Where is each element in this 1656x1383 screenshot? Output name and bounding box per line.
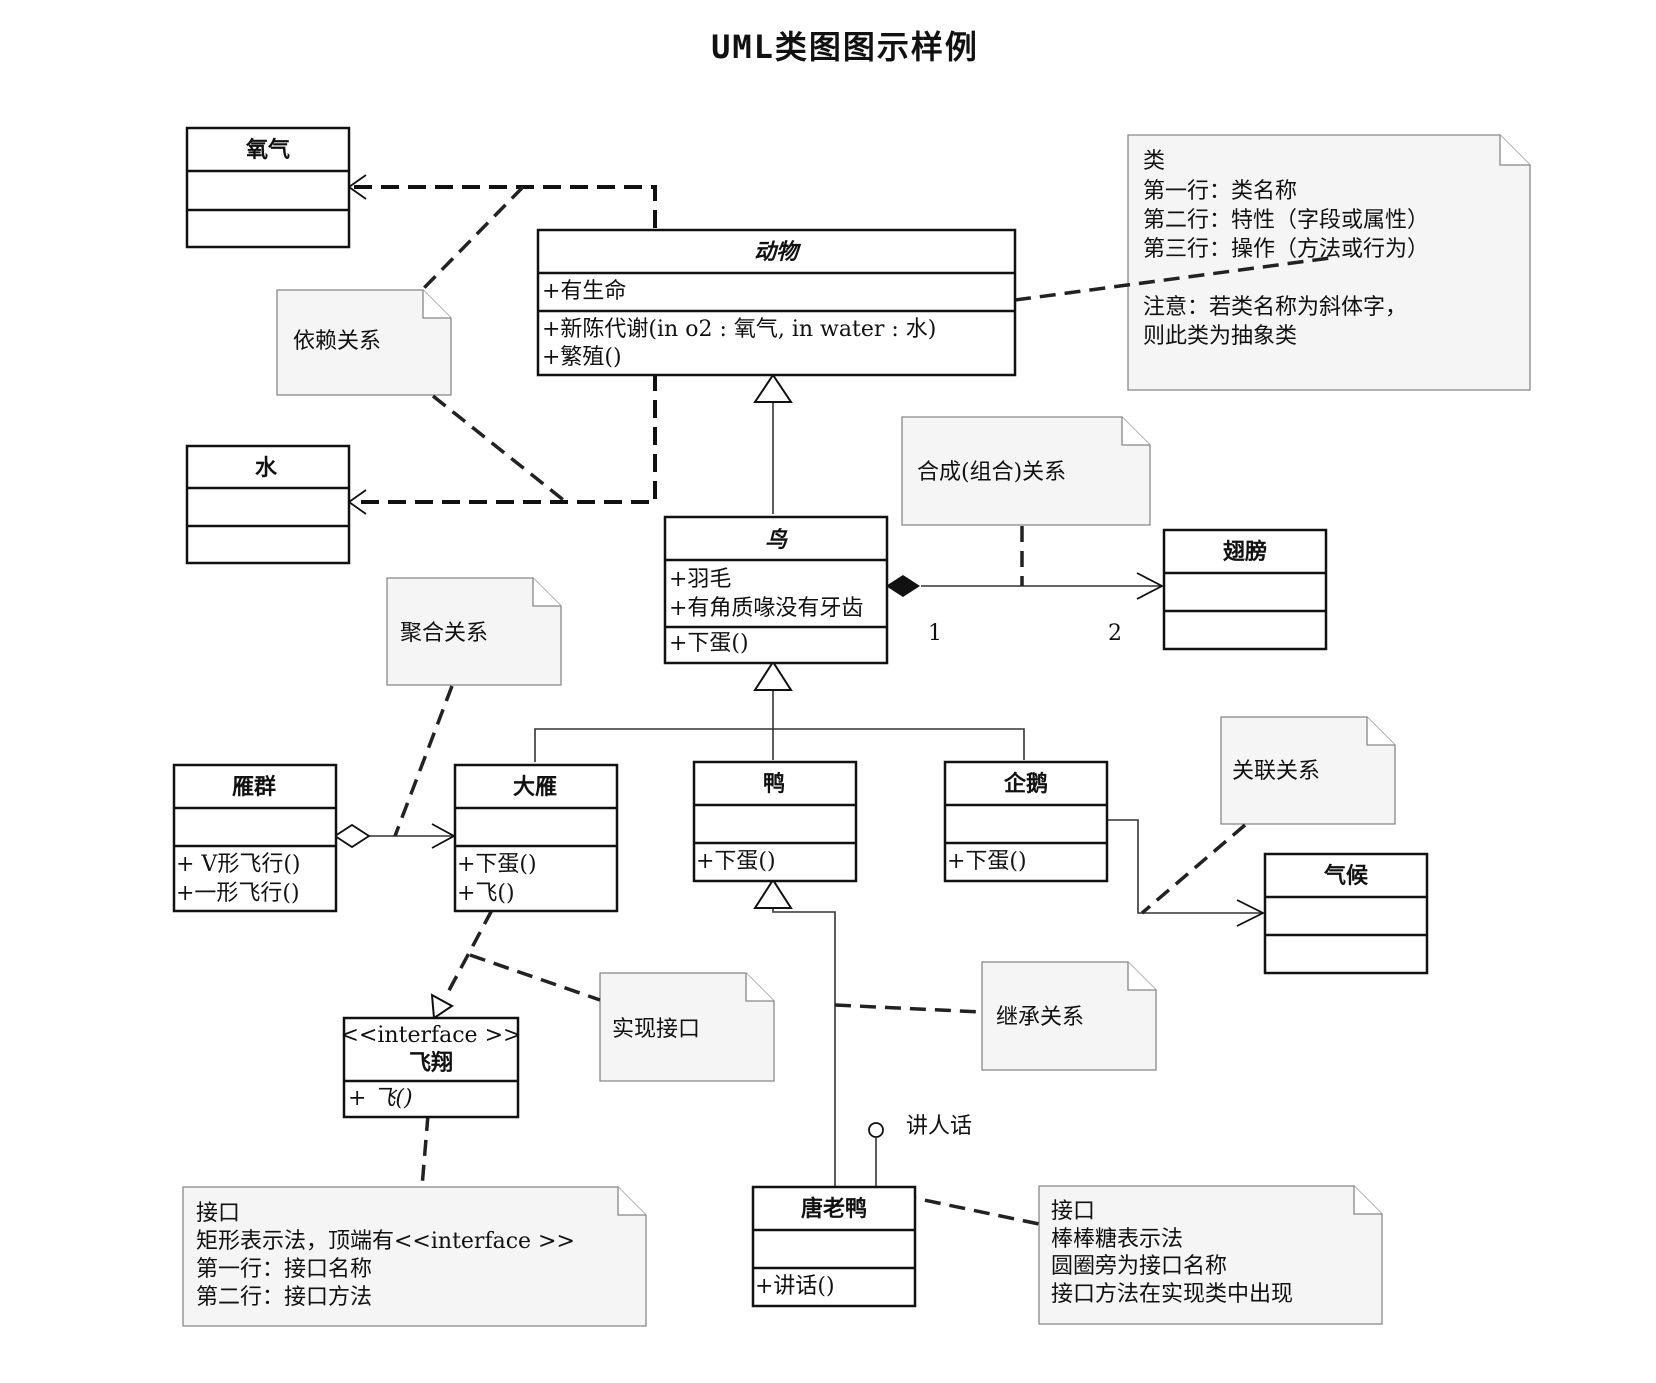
generalization-bird-animal xyxy=(753,373,793,514)
note-interface-line: 第一行：接口名称 xyxy=(196,1257,372,1282)
class-name: 飞翔 xyxy=(409,1050,453,1076)
class-name: 企鹅 xyxy=(1003,771,1048,797)
class-wing[interactable]: 翅膀 xyxy=(1162,528,1328,651)
interface-stereotype: <<interface >> xyxy=(341,1023,522,1048)
class-name: 雁群 xyxy=(232,774,276,800)
class-name: 气候 xyxy=(1323,863,1369,889)
note-interface-anchor xyxy=(420,1114,430,1188)
class-name: 氧气 xyxy=(245,137,290,163)
association-penguin-climate xyxy=(1106,819,1266,927)
note-aggregation: 聚合关系 xyxy=(386,577,562,686)
realization-goose-fly xyxy=(430,909,601,1020)
class-water[interactable]: 水 xyxy=(185,444,351,565)
class-attribute: +有角质喙没有牙齿 xyxy=(669,596,863,621)
note-realization-text: 实现接口 xyxy=(612,1017,700,1042)
lollipop-label: 讲人话 xyxy=(906,1114,972,1139)
class-operation: +繁殖() xyxy=(542,345,622,370)
class-attribute: +羽毛 xyxy=(669,567,731,592)
note-class-line: 类 xyxy=(1143,149,1165,174)
note-lollipop-line: 圆圈旁为接口名称 xyxy=(1051,1254,1227,1279)
class-operation: +新陈代谢(in o2 : 氧气, in water : 水) xyxy=(542,317,936,342)
dependency-animal-oxygen xyxy=(347,174,657,228)
class-operation: +讲话() xyxy=(755,1274,835,1299)
class-operation: +下蛋() xyxy=(669,631,749,656)
note-inheritance-text: 继承关系 xyxy=(996,1005,1084,1030)
note-class-line: 则此类为抽象类 xyxy=(1143,324,1297,349)
multiplicity-bird-side: 1 xyxy=(928,621,942,646)
class-bird[interactable]: 鸟 +羽毛 +有角质喙没有牙齿 +下蛋() xyxy=(663,515,889,665)
class-donald-duck[interactable]: 唐老鸭 +讲话() xyxy=(751,1185,917,1308)
class-name: 水 xyxy=(255,456,278,481)
note-association-text: 关联关系 xyxy=(1232,759,1320,784)
note-dependency-anchor-bottom xyxy=(431,394,568,504)
class-operation: +下蛋() xyxy=(947,849,1027,874)
class-name: 唐老鸭 xyxy=(801,1196,867,1222)
class-animal[interactable]: 动物 +有生命 +新陈代谢(in o2 : 氧气, in water : 水) … xyxy=(536,228,1017,377)
class-oxygen[interactable]: 氧气 xyxy=(185,126,351,249)
class-operation: +下蛋() xyxy=(457,852,537,877)
class-name: 动物 xyxy=(754,239,802,265)
class-operation: +飞() xyxy=(457,881,515,906)
note-class-line: 第三行：操作（方法或行为） xyxy=(1143,237,1429,262)
diagram-title: UML类图图示样例 xyxy=(711,28,979,66)
multiplicity-wing-side: 2 xyxy=(1108,621,1122,646)
lollipop-circle-icon xyxy=(868,1122,884,1138)
note-dependency: 依赖关系 xyxy=(276,289,452,396)
note-lollipop-line: 接口方法在实现类中出现 xyxy=(1051,1282,1293,1307)
note-composition: 合成(组合)关系 xyxy=(901,416,1151,526)
class-name: 鸭 xyxy=(763,771,785,797)
note-association: 关联关系 xyxy=(1220,716,1396,825)
class-name: 鸟 xyxy=(765,527,788,553)
class-operation: +下蛋() xyxy=(696,849,776,874)
interface-fly[interactable]: <<interface >> 飞翔 + 飞() xyxy=(341,1016,522,1119)
note-interface-rect: 接口 矩形表示法，顶端有<<interface >> 第一行：接口名称 第二行：… xyxy=(182,1186,647,1327)
class-penguin[interactable]: 企鹅 +下蛋() xyxy=(943,760,1109,883)
note-dependency-text: 依赖关系 xyxy=(293,329,381,354)
class-name: 大雁 xyxy=(513,775,557,800)
generalization-donald-duck xyxy=(753,878,983,1187)
note-class-anchor xyxy=(1014,256,1331,302)
composition-bird-wing xyxy=(886,526,1164,600)
note-inheritance: 继承关系 xyxy=(981,961,1157,1071)
note-interface-lollipop: 接口 棒棒糖表示法 圆圈旁为接口名称 接口方法在实现类中出现 xyxy=(1038,1185,1383,1325)
class-duck[interactable]: 鸭 +下蛋() xyxy=(692,760,858,883)
aggregation-flock-goose xyxy=(333,685,456,849)
class-name: 翅膀 xyxy=(1223,539,1267,565)
note-interface-line: 矩形表示法，顶端有<<interface >> xyxy=(196,1229,575,1254)
note-class-line: 注意：若类名称为斜体字， xyxy=(1143,295,1407,320)
class-flock[interactable]: 雁群 + V形飞行() +一形飞行() xyxy=(172,763,338,913)
note-class-line: 第二行：特性（字段或属性） xyxy=(1143,208,1429,233)
note-dependency-anchor-top xyxy=(420,185,525,292)
class-goose[interactable]: 大雁 +下蛋() +飞() xyxy=(453,763,619,913)
note-realization: 实现接口 xyxy=(599,972,775,1082)
class-operation: + 飞() xyxy=(348,1086,413,1111)
note-interface-line: 接口 xyxy=(196,1201,240,1226)
note-lollipop-line: 棒棒糖表示法 xyxy=(1051,1227,1183,1252)
class-attribute: +有生命 xyxy=(542,279,626,304)
class-climate[interactable]: 气候 xyxy=(1263,852,1429,975)
note-class-line: 第一行：类名称 xyxy=(1143,179,1297,204)
note-aggregation-text: 聚合关系 xyxy=(400,621,488,646)
note-class-explanation: 类 第一行：类名称 第二行：特性（字段或属性） 第三行：操作（方法或行为） 注意… xyxy=(1127,134,1531,391)
class-operation: +一形飞行() xyxy=(176,881,300,906)
generalization-subclasses-bird xyxy=(534,660,1025,762)
note-interface-line: 第二行：接口方法 xyxy=(196,1285,372,1310)
note-composition-text: 合成(组合)关系 xyxy=(917,460,1066,485)
class-operation: + V形飞行() xyxy=(176,852,300,877)
note-lollipop-line: 接口 xyxy=(1051,1199,1095,1224)
